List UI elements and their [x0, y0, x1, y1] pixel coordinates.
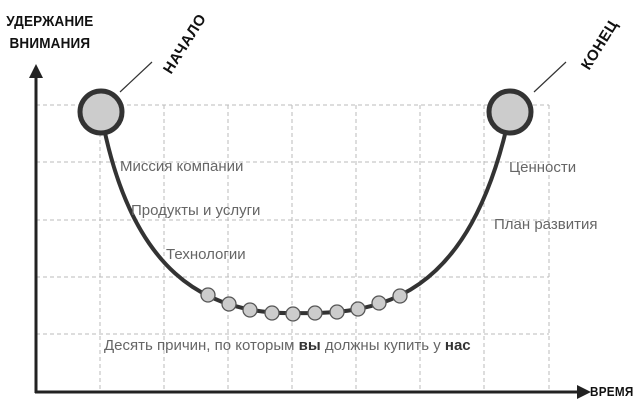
- reasons-dots: [200, 287, 408, 322]
- y-axis-title-line: ВНИМАНИЯ: [9, 35, 91, 52]
- y-axis-title: УДЕРЖАНИЕ ВНИМАНИЯ: [4, 11, 96, 55]
- label-ten-reasons: Десять причин, по которым вы должны купи…: [104, 337, 471, 354]
- grid: [36, 104, 550, 392]
- x-axis-title: ВРЕМЯ: [590, 384, 634, 399]
- reason-dot: [264, 305, 280, 321]
- label-values: Ценности: [509, 159, 577, 176]
- reason-dot: [285, 306, 301, 322]
- reason-dot: [307, 305, 323, 321]
- ten-reasons-emphasis: вы: [298, 337, 321, 354]
- reason-dot: [221, 296, 237, 312]
- x-axis-arrow: [577, 385, 591, 399]
- start-node: [77, 88, 125, 136]
- start-leader-line: [119, 61, 153, 93]
- reason-dot: [200, 287, 216, 303]
- reason-dot: [242, 302, 258, 318]
- end-node: [486, 88, 534, 136]
- end-leader-line: [533, 61, 567, 93]
- ten-reasons-text: должны купить у: [320, 337, 445, 354]
- label-roadmap: План развития: [494, 216, 598, 233]
- ten-reasons-emphasis: нас: [444, 337, 471, 354]
- label-mission: Миссия компании: [120, 158, 244, 175]
- reason-dot: [392, 288, 408, 304]
- y-axis-arrow: [29, 64, 43, 78]
- reason-dot: [350, 301, 366, 317]
- label-technologies: Технологии: [166, 246, 246, 263]
- reason-dot: [371, 295, 387, 311]
- axes: [29, 64, 591, 399]
- ten-reasons-text: Десять причин, по которым: [104, 337, 299, 354]
- y-axis-title-line: УДЕРЖАНИЕ: [6, 13, 94, 30]
- reason-dot: [329, 304, 345, 320]
- label-products: Продукты и услуги: [131, 202, 261, 219]
